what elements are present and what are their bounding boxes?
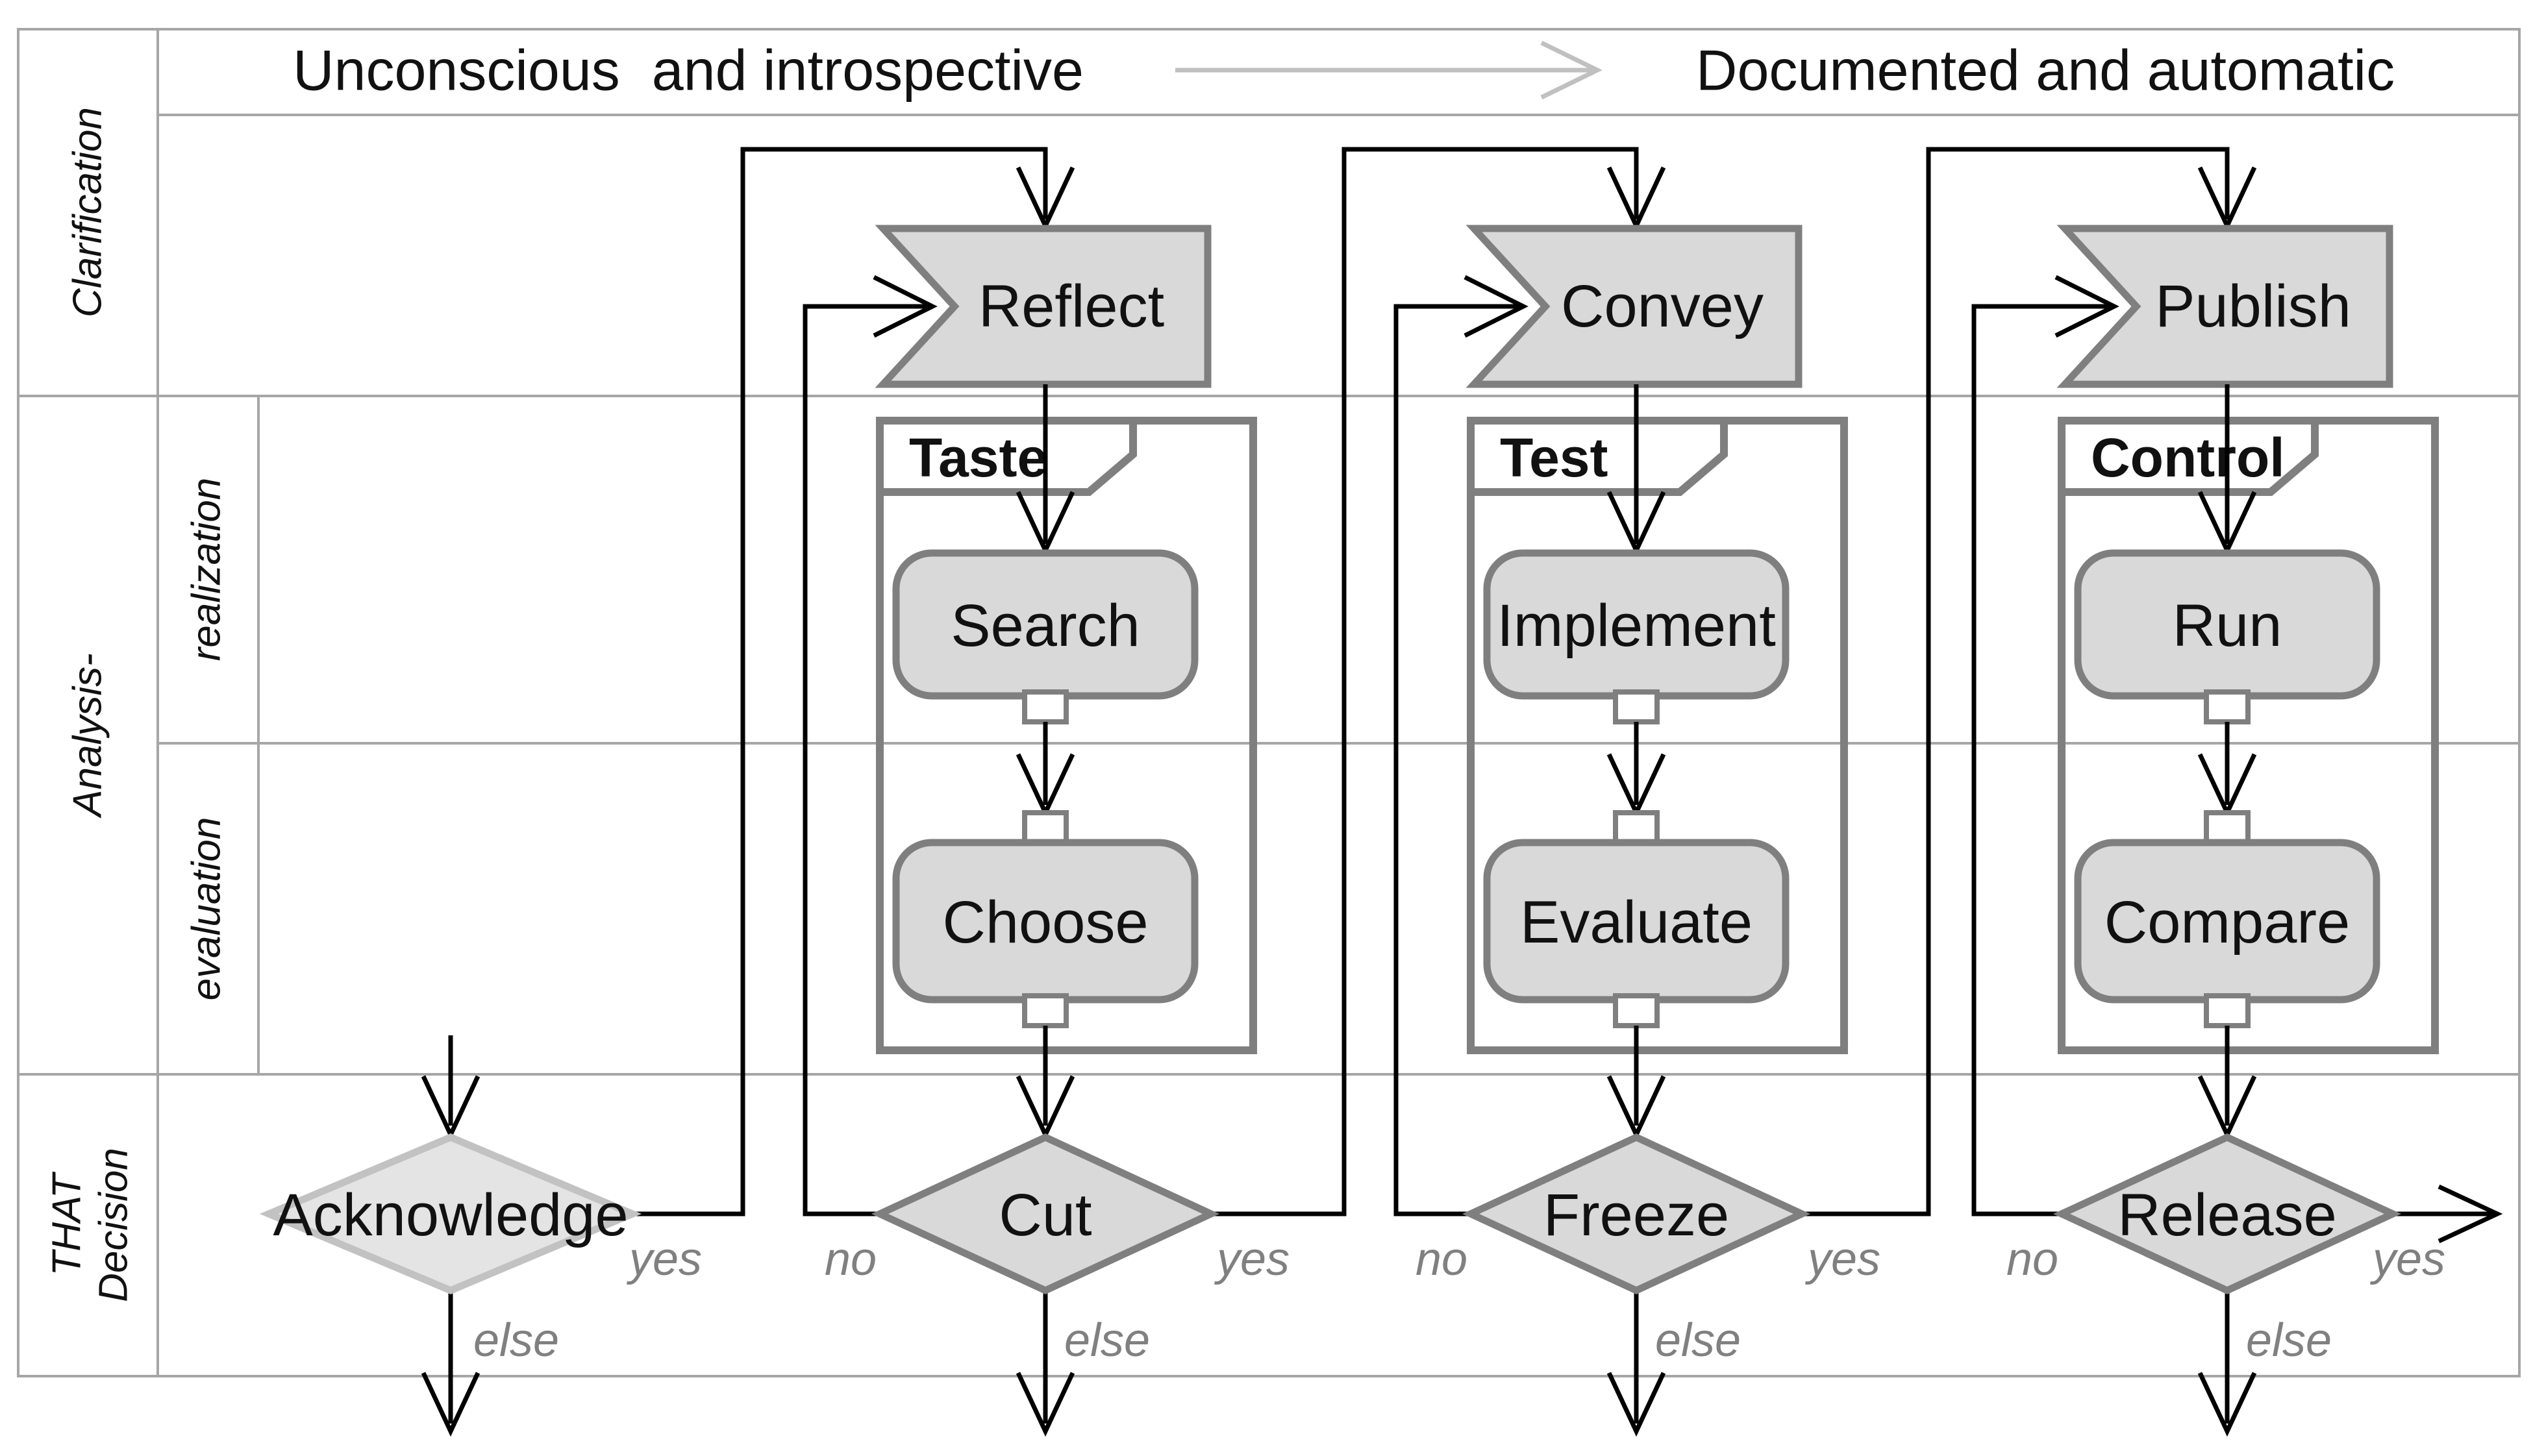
acknowledge-yes-label: yes [626, 1233, 702, 1285]
table-outline [17, 28, 2521, 1377]
test-frame-label: Test [1500, 427, 1608, 488]
evaluate-label: Evaluate [1520, 889, 1753, 956]
evaluate-output-port [1613, 993, 1660, 1028]
evaluate-input-port [1613, 810, 1660, 845]
connector-freeze-no-loop [1393, 275, 1529, 1216]
test-frame [1467, 417, 1848, 1054]
choose-label: Choose [942, 889, 1148, 956]
connector-release-else [2197, 1290, 2257, 1437]
acknowledge-diamond [259, 1133, 642, 1294]
row-label-realization: realization [184, 478, 229, 661]
column-convey: Test Convey Implement Evaluate Freeze no… [1393, 147, 2257, 1437]
freeze-yes-label: yes [1804, 1233, 1880, 1285]
connector-implement-to-evaluate [1606, 722, 1666, 819]
acknowledge-else-label: else [473, 1314, 559, 1366]
cut-label: Cut [999, 1182, 1092, 1248]
compare-output-port [2204, 993, 2251, 1028]
convey-label: Convey [1561, 273, 1764, 339]
release-diamond [2053, 1133, 2402, 1295]
acknowledge-label: Acknowledge [273, 1182, 628, 1248]
connector-evaluate-to-freeze [1606, 1026, 1666, 1141]
choose-output-port [1022, 993, 1069, 1028]
release-yes-label: yes [2369, 1233, 2445, 1285]
connector-acknowledge-else [421, 1290, 480, 1437]
reflect-label: Reflect [979, 273, 1164, 339]
freeze-diamond [1462, 1133, 1811, 1295]
taste-frame [876, 417, 1257, 1054]
connector-cut-no-loop [803, 275, 938, 1216]
row-label-analysis: Analysis- [66, 653, 110, 819]
publish-label: Publish [2155, 273, 2351, 339]
connector-release-no-loop [1971, 275, 2119, 1216]
cut-else-label: else [1064, 1314, 1150, 1366]
release-else-label: else [2246, 1314, 2332, 1366]
control-frame [2058, 417, 2439, 1054]
connector-cut-else [1016, 1290, 1075, 1437]
row-label-that: THAT [45, 1171, 90, 1276]
compare-input-port [2204, 810, 2251, 845]
column-publish: Control Publish Run Compare Release no y… [1971, 225, 2503, 1437]
freeze-no-label: no [1416, 1233, 1467, 1285]
release-label: Release [2117, 1182, 2337, 1248]
axis-right-arrow-icon [1175, 40, 1603, 100]
run-output-port [2204, 689, 2251, 724]
connector-freeze-else [1606, 1290, 1666, 1437]
maturity-axis-header: Unconscious and introspective Documented… [293, 38, 2395, 103]
connector-release-yes-exit [2393, 1184, 2503, 1244]
taste-frame-label: Taste [909, 427, 1047, 488]
control-frame-label: Control [2091, 427, 2285, 488]
connector-run-to-compare [2197, 722, 2257, 819]
connector-search-to-choose [1016, 722, 1075, 819]
swimlane-grid [17, 28, 2521, 1377]
release-no-label: no [2006, 1233, 2058, 1285]
row-label-clarification: Clarification [66, 107, 110, 317]
run-label: Run [2173, 593, 2282, 659]
freeze-else-label: else [1655, 1314, 1741, 1366]
row-label-decision: Decision [92, 1148, 136, 1302]
axis-left-label: Unconscious and introspective [293, 38, 1084, 103]
implement-label: Implement [1497, 593, 1776, 659]
connector-choose-to-cut [1016, 1026, 1075, 1141]
compare-label: Compare [2104, 889, 2350, 956]
freeze-label: Freeze [1543, 1182, 1729, 1248]
search-label: Search [951, 593, 1140, 659]
implement-output-port [1613, 689, 1660, 724]
connector-into-acknowledge [421, 1035, 480, 1141]
connector-compare-to-release [2197, 1026, 2257, 1141]
cut-yes-label: yes [1214, 1233, 1290, 1285]
choose-input-port [1022, 810, 1069, 845]
search-output-port [1022, 689, 1069, 724]
cut-no-label: no [825, 1233, 877, 1285]
acknowledge-branch: Acknowledge yes else [259, 147, 1075, 1437]
column-reflect: Taste Reflect Search Choose Cut no yes e… [803, 147, 1666, 1437]
row-labels: Clarification Analysis- realization eval… [45, 107, 229, 1302]
cut-diamond [871, 1133, 1220, 1295]
row-label-evaluation: evaluation [184, 817, 229, 1001]
axis-right-label: Documented and automatic [1696, 38, 2395, 103]
